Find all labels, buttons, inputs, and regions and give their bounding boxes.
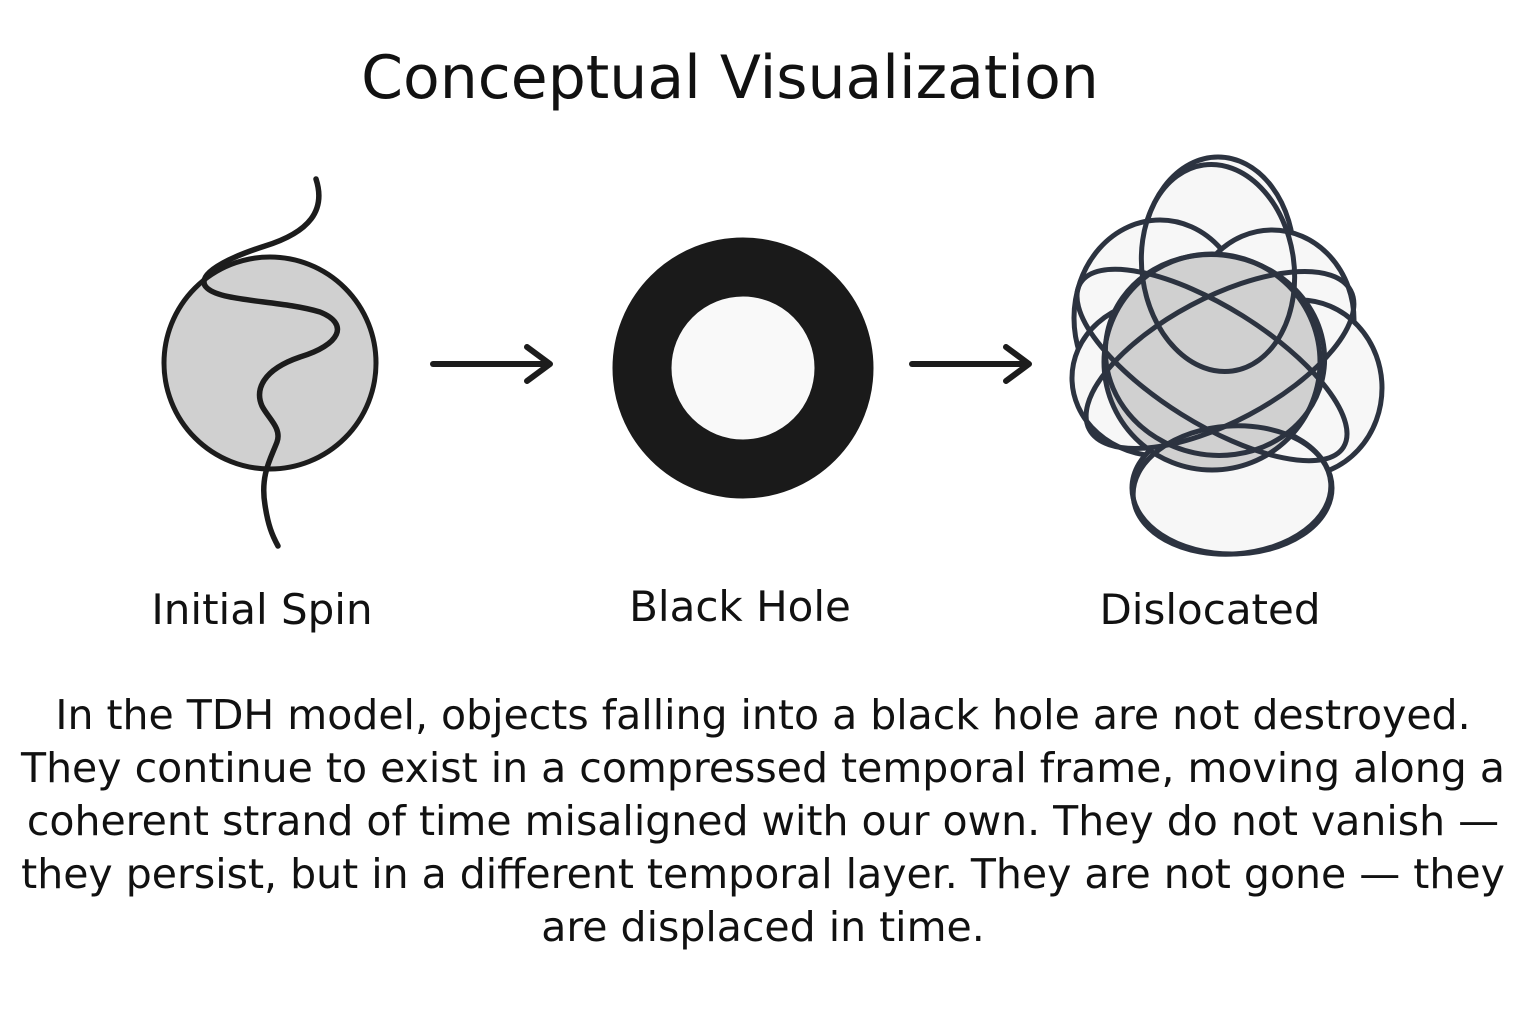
stage-label-initial-spin: Initial Spin xyxy=(151,585,373,634)
orbit-loop-icon xyxy=(1130,423,1334,557)
black-hole-figure xyxy=(612,237,874,499)
description-text: In the TDH model, objects falling into a… xyxy=(21,691,1505,951)
initial-spin-figure xyxy=(161,176,379,549)
orbit-loop-icon xyxy=(1083,269,1357,451)
right-arrow-icon xyxy=(909,344,1032,384)
core-sphere-icon xyxy=(1101,251,1323,473)
spin-strand-icon xyxy=(201,176,341,549)
stage-label-dislocated: Dislocated xyxy=(1099,585,1321,634)
stage-label-black-hole: Black Hole xyxy=(629,582,851,631)
right-arrow-icon xyxy=(430,344,553,384)
orbit-loop-icon xyxy=(1074,266,1350,464)
dislocated-figure xyxy=(1069,154,1385,557)
sphere-icon xyxy=(161,254,379,472)
page-title: Conceptual Visualization xyxy=(361,43,1099,113)
orbit-loop-icon xyxy=(1102,252,1328,458)
ring-icon xyxy=(612,237,874,499)
